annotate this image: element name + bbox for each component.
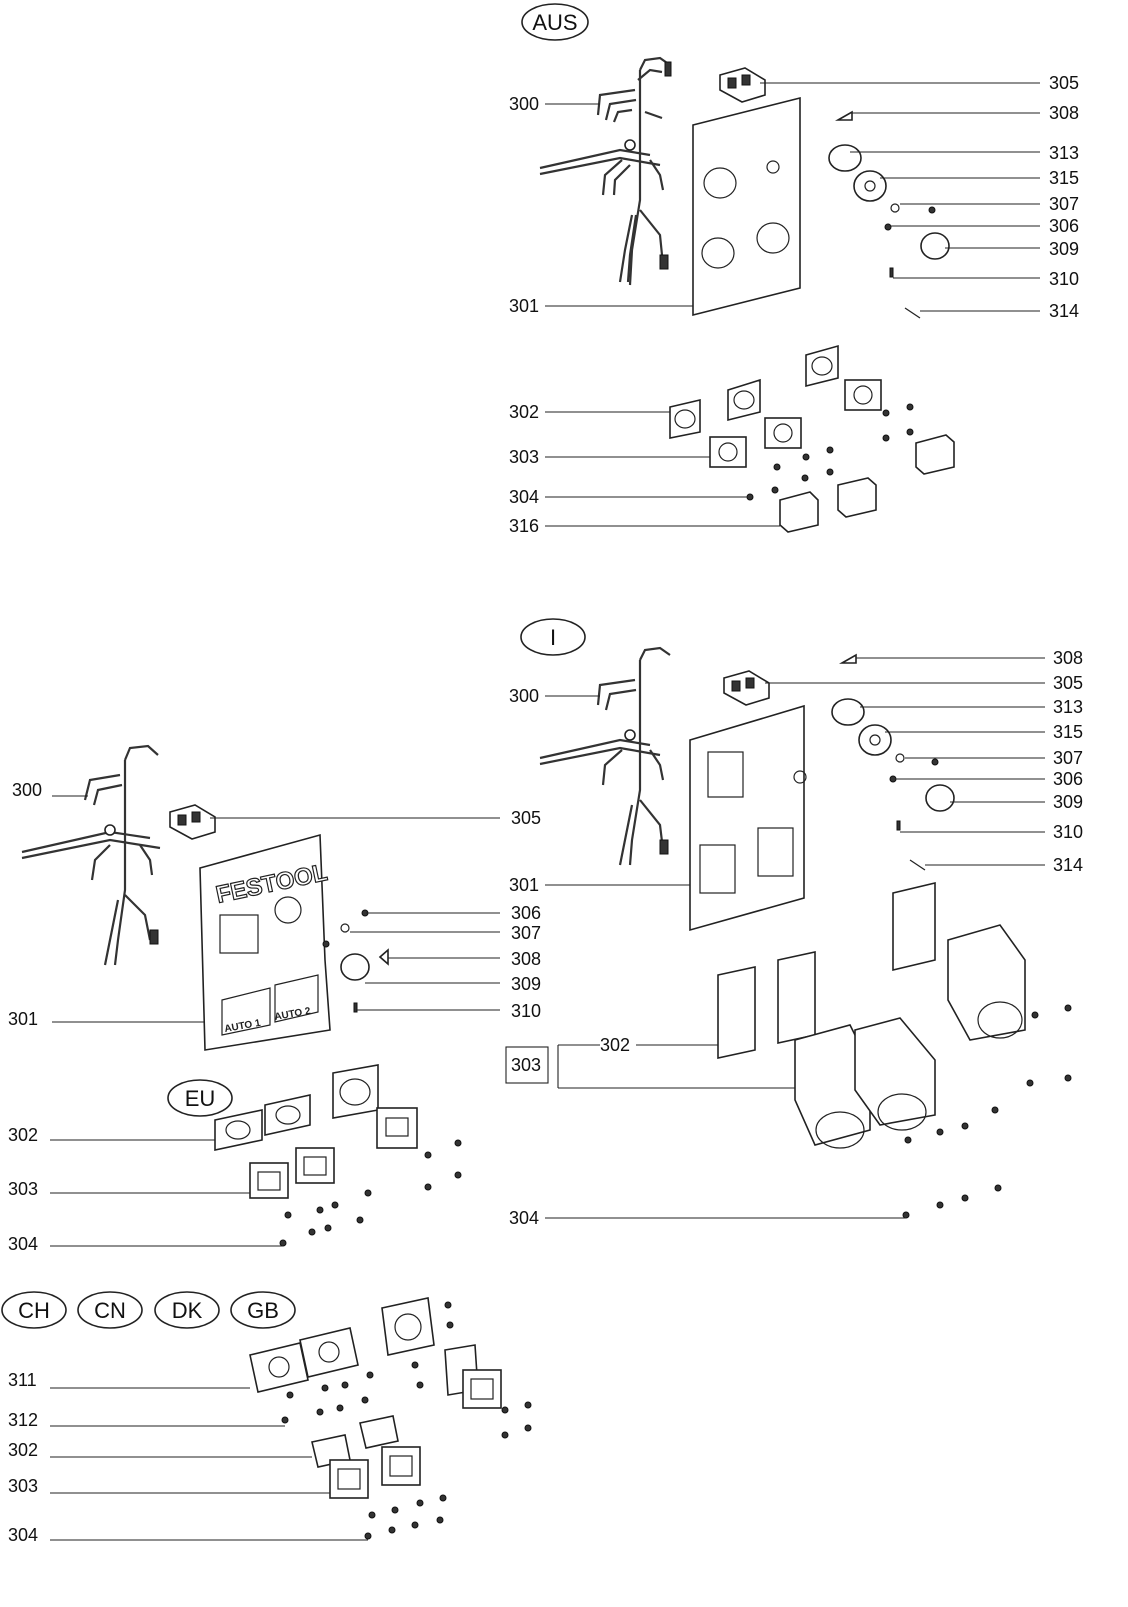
callout: 310 (1049, 269, 1079, 289)
callouts-eu: 300 305 306 307 308 309 301 310 302 303 … (8, 780, 541, 1254)
callouts-aus: 300 305 308 313 315 307 306 309 310 301 … (509, 73, 1079, 536)
variant-badge-i (520, 618, 586, 656)
cover-disc-i (831, 698, 865, 726)
panel-aus (692, 96, 801, 317)
callout: 315 (1049, 168, 1079, 188)
switch-socket-i (858, 724, 892, 756)
callout: 303 (511, 1055, 541, 1075)
variant-label-aus: AUS (532, 10, 577, 35)
callout: 303 (8, 1179, 38, 1199)
callout: 307 (1049, 194, 1079, 214)
section-eu: FESTOOL AUTO 1 AUTO 2 EU (8, 744, 541, 1254)
variant-label-ch: CH (18, 1298, 50, 1323)
variant-label-cn: CN (94, 1298, 126, 1323)
callout: 308 (1049, 103, 1079, 123)
outlets-aus (669, 344, 955, 533)
callout: 304 (8, 1525, 38, 1545)
rotary-knob-aus (920, 232, 950, 260)
variant-badge-ch (1, 1291, 67, 1329)
callout: 307 (511, 923, 541, 943)
terminal-block-i (723, 670, 770, 706)
callout: 310 (1053, 822, 1083, 842)
callout: 305 (511, 808, 541, 828)
o-ring-aus (890, 203, 900, 213)
callout: 311 (8, 1370, 37, 1390)
callout: 306 (511, 903, 541, 923)
leader-lines-ch (50, 1387, 368, 1541)
variant-label-dk: DK (172, 1298, 203, 1323)
leader-lines-eu (50, 795, 500, 1247)
callout: 315 (1053, 722, 1083, 742)
variant-badge-dk (154, 1291, 220, 1329)
callout: 306 (1053, 769, 1083, 789)
variant-label-eu: EU (185, 1086, 216, 1111)
cee-sockets-i (717, 881, 1072, 1219)
callouts-i: 308 300 305 313 315 307 306 309 310 301 … (509, 648, 1083, 1228)
callout: 309 (1053, 792, 1083, 812)
callout: 302 (8, 1440, 38, 1460)
switch-socket-aus (853, 170, 887, 202)
wiring-harness-eu (21, 744, 161, 966)
callout: 300 (509, 686, 539, 706)
warning-triangle-i (838, 653, 857, 664)
o-ring-eu (340, 923, 350, 933)
callout: 307 (1053, 748, 1083, 768)
callout: 309 (1049, 239, 1079, 259)
section-aus: AUS (509, 3, 1079, 536)
variant-label-gb: GB (247, 1298, 279, 1323)
warning-triangle-eu (378, 948, 389, 966)
callout: 300 (509, 94, 539, 114)
cover-disc-aus (828, 144, 862, 172)
terminal-block-aus (719, 67, 766, 103)
callout: 301 (509, 296, 539, 316)
schuko-outlets-eu (214, 1064, 462, 1247)
panel-i (689, 704, 807, 932)
callout: 308 (511, 949, 541, 969)
variant-badge-eu (167, 1079, 233, 1117)
callout: 302 (600, 1035, 630, 1055)
leader-lines-aus (545, 82, 1040, 527)
variant-label-i: I (550, 625, 556, 650)
callout: 304 (509, 1208, 539, 1228)
callout: 309 (511, 974, 541, 994)
wiring-harness-i (539, 646, 671, 866)
callout: 304 (8, 1234, 38, 1254)
sockets-ch (249, 1297, 532, 1540)
o-ring-i (895, 753, 905, 763)
variant-badge-cn (77, 1291, 143, 1329)
callout: 305 (1053, 673, 1083, 693)
wiring-harness-aus (539, 56, 672, 286)
rotary-knob-i (925, 784, 955, 812)
callout: 313 (1049, 143, 1079, 163)
callout: 313 (1053, 697, 1083, 717)
callout: 301 (8, 1009, 38, 1029)
leader-lines-i (545, 657, 1045, 1219)
callout: 304 (509, 487, 539, 507)
callouts-ch: 311 312 302 303 304 (8, 1370, 38, 1545)
callout: 312 (8, 1410, 38, 1430)
callout: 316 (509, 516, 539, 536)
rotary-knob-eu (340, 953, 370, 981)
callout: 308 (1053, 648, 1083, 668)
variant-badge-aus (521, 3, 589, 41)
section-ch-cn-dk-gb: CH CN DK GB (1, 1291, 532, 1545)
section-i: I (505, 618, 1083, 1228)
callout-box-303 (505, 1046, 549, 1084)
warning-triangle-aus (834, 110, 853, 121)
callout: 302 (509, 402, 539, 422)
callout: 302 (8, 1125, 38, 1145)
callout: 314 (1053, 855, 1083, 875)
callout: 314 (1049, 301, 1079, 321)
variant-badge-gb (230, 1291, 296, 1329)
callout: 303 (8, 1476, 38, 1496)
terminal-block-eu (169, 804, 216, 840)
festool-panel-eu: FESTOOL AUTO 1 AUTO 2 (199, 833, 331, 1051)
callout: 306 (1049, 216, 1079, 236)
callout: 310 (511, 1001, 541, 1021)
callout: 300 (12, 780, 42, 800)
callout: 301 (509, 875, 539, 895)
callout: 303 (509, 447, 539, 467)
callout: 305 (1049, 73, 1079, 93)
